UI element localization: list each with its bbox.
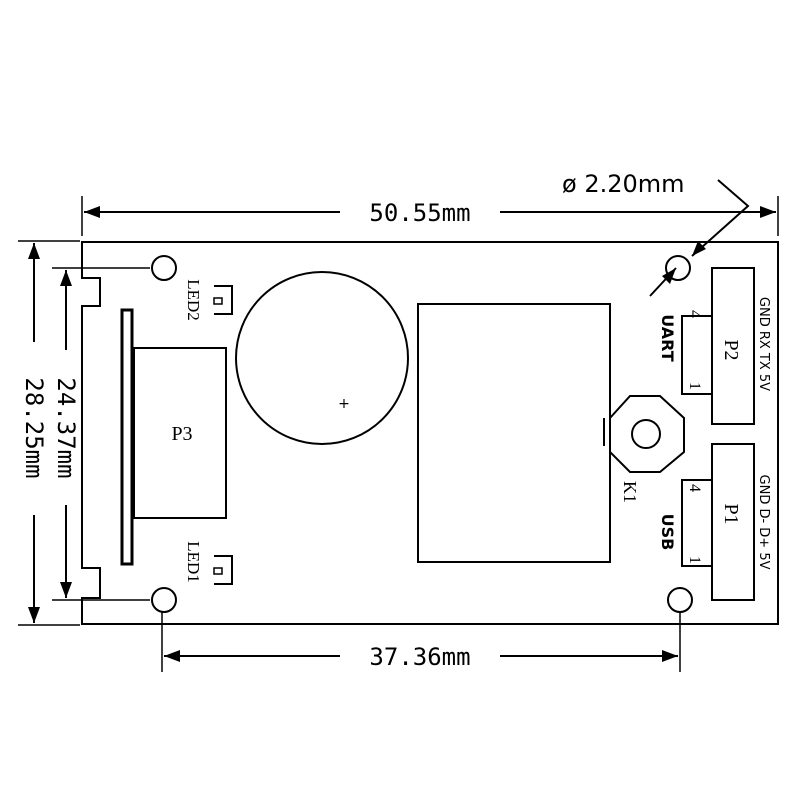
led1: LED1 [184, 541, 233, 585]
p1-connector: P1 4 1 USB GND D- D+ 5V [658, 443, 771, 601]
hole-spacing-label: 37.36mm [369, 643, 470, 671]
board-outline [81, 241, 779, 625]
p2-label: P2 [720, 339, 742, 360]
buzzer: + [235, 271, 409, 445]
usb-label: USB [658, 514, 677, 551]
p2-pin1-label: 1 [686, 382, 703, 390]
k1-label: K1 [620, 481, 640, 503]
outer-height-dimension: 28.25mm [18, 240, 80, 626]
hole-diameter-callout: ø 2.20mm [562, 170, 750, 297]
mounting-hole-top-right [665, 255, 691, 281]
p1-label: P1 [720, 503, 742, 524]
inner-height-dimension: 24.37mm [52, 267, 150, 601]
p1-pin4-label: 4 [686, 484, 703, 492]
p2-connector: P2 4 1 UART GND RX TX 5V [658, 267, 771, 425]
p2-pin-names: GND RX TX 5V [756, 297, 771, 391]
inner-height-label: 24.37mm [52, 377, 80, 478]
k1-button: K1 [603, 395, 685, 503]
mounting-hole-top-left [151, 255, 177, 281]
width-label: 50.55mm [369, 199, 470, 227]
led1-label: LED1 [184, 541, 203, 583]
p1-pin-names: GND D- D+ 5V [756, 475, 771, 570]
p1-pin1-label: 1 [686, 556, 703, 564]
p2-pin4-label: 4 [686, 310, 703, 318]
p3-connector: P3 [120, 308, 227, 566]
mounting-hole-bottom-left [151, 587, 177, 613]
mounting-hole-bottom-right [667, 587, 693, 613]
p3-label: P3 [171, 423, 192, 445]
outer-height-label: 28.25mm [20, 377, 48, 478]
hole-diameter-label: ø 2.20mm [562, 170, 685, 198]
led2-label: LED2 [184, 279, 203, 321]
width-dimension: 50.55mm [81, 196, 779, 236]
buzzer-polarity-mark: + [338, 396, 350, 412]
hole-spacing-dimension: 37.36mm [161, 612, 681, 672]
uart-label: UART [658, 314, 677, 361]
module-block [417, 303, 611, 563]
led2: LED2 [184, 279, 233, 321]
